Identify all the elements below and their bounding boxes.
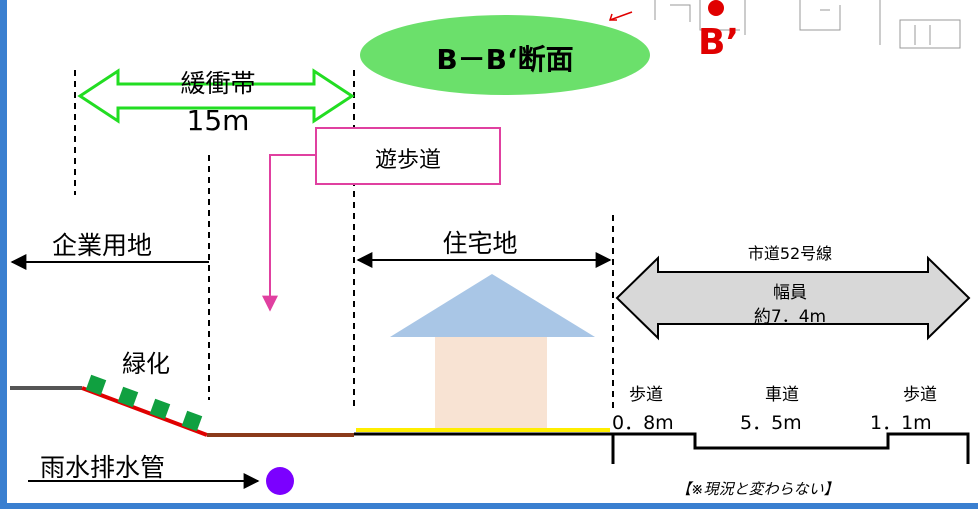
promenade-arrow [262,154,316,312]
road-width-value: 約7．4m [753,307,827,327]
promenade-box [315,127,501,185]
title-bubble [360,15,650,95]
company-land-label: 企業用地 [52,231,153,260]
road-name: 市道52号線 [747,244,833,263]
map-sketch [654,0,961,49]
sidewalk-right-label: 歩道 [903,385,937,405]
road-profile [611,432,970,464]
greening-label: 緑化 [122,350,170,378]
point-b-marker [708,0,724,16]
section-title: B－B‘断面 [436,43,574,76]
buffer-zone-width: 15m [186,104,250,137]
carriageway-width: 5．5m [740,412,802,434]
note-text: 【※現況と変わらない】 [676,480,839,498]
sidewalk-left-label: 歩道 [629,385,663,405]
promenade-label: 遊歩道 [374,148,441,173]
dashed-guides [74,70,614,410]
carriageway-label: 車道 [765,385,799,405]
greening-blocks [85,374,203,432]
sidewalk-left-width: 0．8m [612,412,674,434]
sidewalk-right-width: 1．1m [870,412,932,434]
buffer-zone-arrow [77,68,355,124]
house-body [435,337,547,430]
point-label: B’ [698,22,740,63]
rain-pipe-circle [266,467,294,495]
house-roof [390,274,595,337]
rain-pipe-label: 雨水排水管 [40,453,166,482]
road-width-label: 幅員 [773,283,807,303]
buffer-zone-label: 緩衝帯 [180,69,256,98]
residential-label: 住宅地 [442,229,518,258]
pointer-arrow [609,11,633,21]
road-width-arrow [615,255,971,341]
